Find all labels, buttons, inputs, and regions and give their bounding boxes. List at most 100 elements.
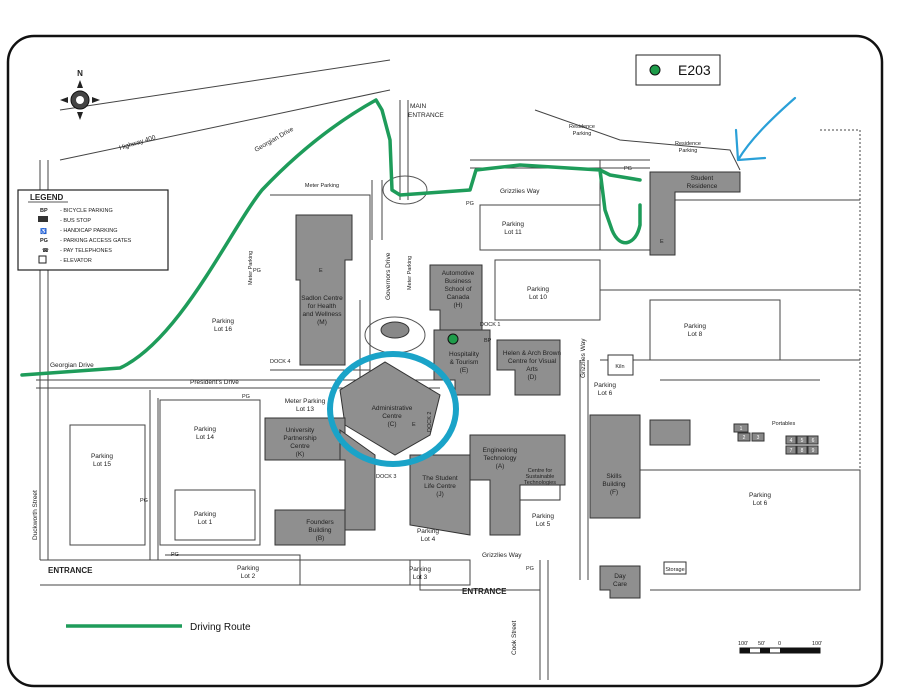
building-skills	[589, 414, 641, 519]
building-sustainable	[519, 484, 561, 501]
label-student-life-3: (J)	[436, 491, 444, 498]
portable-7	[785, 445, 797, 455]
parking-lot4-a: Parking	[417, 528, 439, 535]
label-dock2: DOCK 2	[427, 412, 433, 432]
portable-num-3: 3	[757, 435, 760, 441]
portable-num-6: 6	[812, 438, 815, 444]
bus-icon	[38, 216, 48, 222]
parking-lot10-b: Lot 10	[529, 294, 547, 301]
building-founders	[274, 509, 346, 546]
building-labels: Sadlon Centre for Health and Wellness (M…	[283, 175, 814, 588]
road-network	[36, 59, 861, 680]
parking-lot14-b: Lot 14	[196, 434, 214, 441]
label-university-4: (K)	[296, 451, 305, 458]
label-grizzlies-bottom: Grizzlies Way	[482, 552, 522, 559]
legend-box: LEGEND BP - BICYCLE PARKING - BUS STOP ♿…	[17, 189, 169, 271]
building-helen-arch-brown	[496, 339, 561, 396]
label-presidents-drive: President's Drive	[190, 379, 239, 386]
label-sustainable-2: Sustainable	[526, 474, 555, 480]
parking-lot5-b: Lot 5	[536, 521, 551, 528]
label-daycare-1: Day	[614, 573, 626, 580]
parking-lot11-a: Parking	[502, 221, 524, 228]
portable-4	[785, 435, 797, 445]
parking-meter-v2: Meter Parking	[407, 256, 413, 290]
label-grizzlies-right: Grizzlies Way	[580, 338, 587, 378]
parking-lot1-a: Parking	[194, 511, 216, 518]
label-sadlon-3: and Wellness	[303, 311, 343, 318]
parking-meter-v1: Meter Parking	[248, 251, 254, 285]
parking-lot13-b: Lot 13	[296, 406, 314, 413]
legend-item-2: - HANDICAP PARKING	[60, 228, 118, 234]
label-dock1: DOCK 1	[480, 322, 500, 328]
label-student-life-2: Life Centre	[424, 483, 456, 490]
label-pg-5: PG	[171, 552, 179, 558]
scale-t2: 0	[778, 641, 781, 647]
label-pg-4: PG	[140, 498, 148, 504]
portable-9	[807, 445, 819, 455]
label-sadlon-1: Sadlon Centre	[301, 295, 343, 302]
label-entrance-bottom: ENTRANCE	[462, 587, 507, 596]
parking-residence-a-2: Parking	[573, 131, 592, 137]
label-founders-3: (B)	[316, 535, 325, 542]
parking-lot13-a: Meter Parking	[285, 398, 326, 405]
label-daycare-2: Care	[613, 581, 627, 588]
marker-label: E203	[678, 62, 711, 78]
label-engineering-2: Technology	[484, 455, 518, 462]
label-automotive-5: (H)	[453, 302, 462, 309]
label-cook-street: Cook Street	[511, 620, 518, 655]
arrow-icon	[734, 96, 797, 162]
label-governors-drive: Governors Drive	[385, 252, 392, 300]
label-sustainable-1: Centre for	[528, 468, 553, 474]
parking-lot3-b: Lot 3	[413, 574, 428, 581]
portable-num-5: 5	[801, 438, 804, 444]
north-compass-icon: N	[60, 69, 100, 120]
label-helen-1: Helen & Arch Brown	[503, 350, 562, 357]
route-legend: Driving Route	[66, 622, 251, 633]
portable-num-4: 4	[790, 438, 793, 444]
label-skills-3: (F)	[610, 489, 618, 496]
label-pg-6: PG	[624, 166, 632, 172]
label-kiln: Kiln	[615, 364, 624, 370]
label-residence-2: Residence	[687, 183, 718, 190]
parking-meter-top: Meter Parking	[305, 183, 339, 189]
parking-lot8-b: Lot 8	[688, 331, 703, 338]
parking-lot6a-b: Lot 6	[598, 390, 613, 397]
label-main-entrance-1: MAIN	[410, 103, 427, 110]
building-sadlon	[295, 214, 353, 366]
label-bp: BP	[484, 338, 492, 344]
marker-legend: E203	[635, 54, 721, 86]
parking-lot10-a: Parking	[527, 286, 549, 293]
portable-8	[796, 445, 808, 455]
scale-t3: 100'	[812, 641, 822, 647]
portable-1	[733, 423, 749, 433]
label-student-life-1: The Student	[422, 475, 458, 482]
portable-2	[737, 432, 751, 442]
parking-lot6b-a: Parking	[749, 492, 771, 499]
highlight-circle	[327, 351, 459, 467]
legend-item-4: - PAY TELEPHONES	[60, 248, 112, 254]
label-elevator-1: E	[319, 268, 323, 274]
parking-lot11-b: Lot 11	[504, 229, 522, 236]
parking-lot8-a: Parking	[684, 323, 706, 330]
label-residence-1: Student	[691, 175, 714, 182]
legend-item-1: - BUS STOP	[60, 218, 91, 224]
portable-6	[807, 435, 819, 445]
legend-item-0: - BICYCLE PARKING	[60, 208, 113, 214]
elevator-icon	[38, 255, 47, 264]
parking-lot6b-b: Lot 6	[753, 500, 768, 507]
label-duckworth: Duckworth Street	[32, 490, 39, 540]
portable-num-1: 1	[740, 426, 743, 432]
parking-lot16-b: Lot 16	[214, 326, 232, 333]
label-helen-2: Centre for Visual	[508, 358, 557, 365]
label-admin-3: (C)	[387, 421, 396, 428]
label-helen-3: Arts	[526, 366, 538, 373]
telephone-icon: ☎	[42, 247, 50, 254]
label-founders-2: Building	[308, 527, 332, 534]
label-dock4: DOCK 4	[270, 359, 290, 365]
parking-lot2-a: Parking	[237, 565, 259, 572]
parking-lot14-a: Parking	[194, 426, 216, 433]
e203-marker	[447, 333, 459, 345]
label-pg-3: PG	[242, 394, 250, 400]
label-helen-4: (D)	[527, 374, 536, 381]
parking-lot16-a: Parking	[212, 318, 234, 325]
